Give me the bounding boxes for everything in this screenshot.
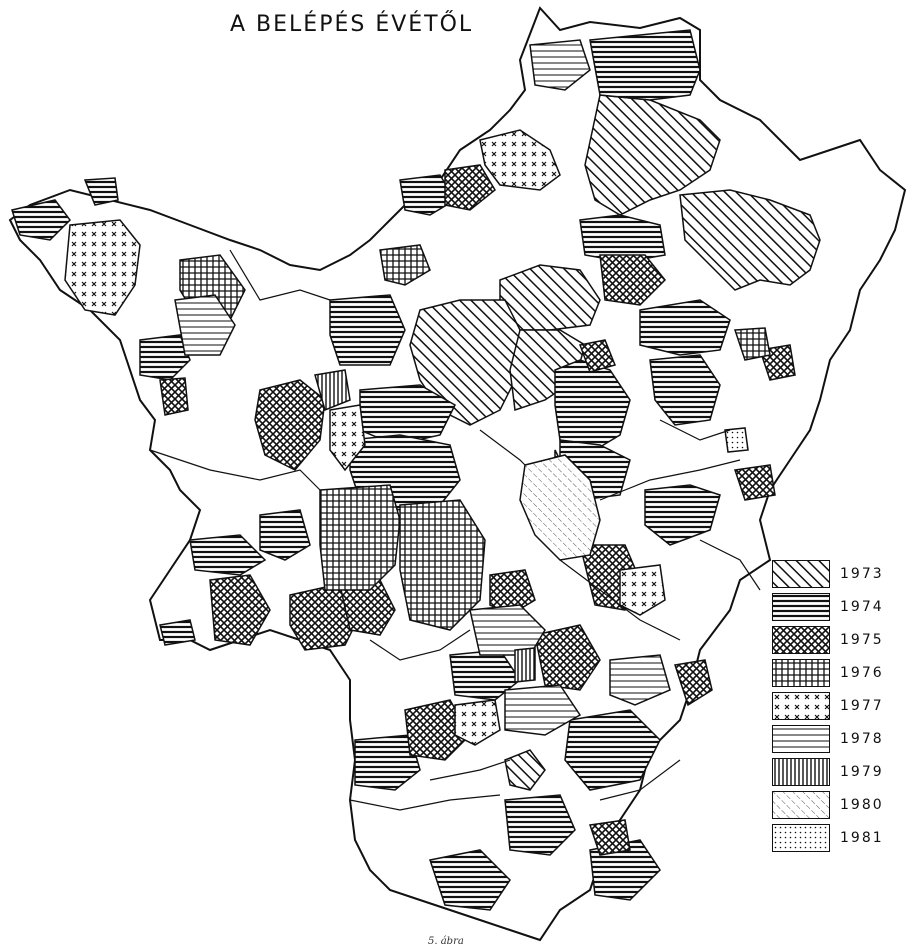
legend-label: 1980 xyxy=(840,797,884,813)
regions-1977 xyxy=(64,129,666,746)
legend-label: 1974 xyxy=(840,599,884,615)
legend-swatch-1978 xyxy=(772,725,830,753)
legend-swatch-1977 xyxy=(772,692,830,720)
legend-swatch-1976 xyxy=(772,659,830,687)
legend-swatch-1980 xyxy=(772,791,830,819)
legend-swatch-1979 xyxy=(772,758,830,786)
municipal-boundaries xyxy=(149,249,761,811)
regions-1973 xyxy=(409,94,821,791)
regions-1979 xyxy=(314,369,536,683)
regions-1981 xyxy=(724,427,749,453)
legend-swatch-1973 xyxy=(772,560,830,588)
legend-label: 1978 xyxy=(840,731,884,747)
regions-1974 xyxy=(11,29,731,911)
legend-label: 1975 xyxy=(840,632,884,648)
legend-label: 1976 xyxy=(840,665,884,681)
regions-1980 xyxy=(519,454,601,561)
legend-label: 1973 xyxy=(840,566,884,582)
figure-caption: 5. ábra xyxy=(428,936,464,947)
legend-label: 1981 xyxy=(840,830,884,846)
legend-swatch-1981 xyxy=(772,824,830,852)
regions-1978 xyxy=(174,39,671,736)
legend-swatch-1975 xyxy=(772,626,830,654)
legend-swatch-1974 xyxy=(772,593,830,621)
regions-1976 xyxy=(179,244,771,631)
legend-label: 1979 xyxy=(840,764,884,780)
map-title: A BELÉPÉS ÉVÉTŐL xyxy=(230,12,474,37)
legend-label: 1977 xyxy=(840,698,884,714)
